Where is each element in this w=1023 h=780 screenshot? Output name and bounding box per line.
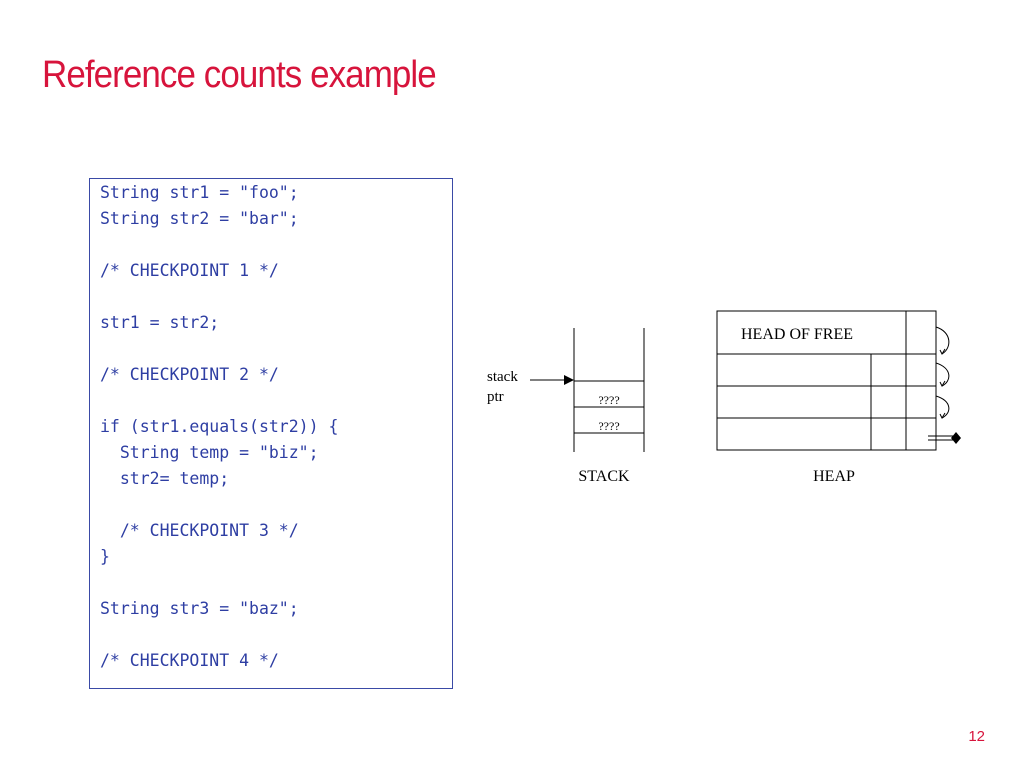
code-line: String str2 = "bar"; (100, 209, 299, 228)
code-line: /* CHECKPOINT 3 */ (100, 521, 299, 540)
free-list-link-arrow (935, 362, 950, 387)
code-line: String temp = "biz"; (100, 443, 319, 462)
code-line: if (str1.equals(str2)) { (100, 417, 339, 436)
free-list-link-arrow (935, 326, 950, 355)
stack-cell: ???? (598, 419, 619, 433)
code-line: /* CHECKPOINT 2 */ (100, 365, 279, 384)
free-list-link-arrowhead (939, 412, 946, 420)
code-listing: String str1 = "foo"; String str2 = "bar"… (89, 178, 453, 689)
stack-pointer-label: stack (487, 369, 518, 385)
slide-title: Reference counts example (42, 54, 437, 96)
code-line: /* CHECKPOINT 4 */ (100, 651, 279, 670)
heap-head-label: HEAD OF FREE (741, 326, 853, 343)
code-line: } (100, 547, 110, 566)
code-line: str1 = str2; (100, 313, 220, 332)
stack-pointer-arrowhead (564, 375, 574, 385)
stack-diagram: ???? ???? stack ptr STACK (487, 328, 645, 485)
stack-label: STACK (578, 468, 630, 485)
heap-label: HEAP (813, 468, 855, 485)
code-line: str2= temp; (100, 469, 230, 488)
free-list-link-arrowhead (939, 348, 946, 356)
stack-pointer-label: ptr (487, 389, 504, 405)
code-line: String str3 = "baz"; (100, 599, 299, 618)
null-terminator-diamond (951, 432, 961, 444)
code-line: /* CHECKPOINT 1 */ (100, 261, 279, 280)
code-line: String str1 = "foo"; (100, 183, 299, 202)
free-list-link-arrow (935, 395, 950, 419)
heap-outline (716, 310, 937, 451)
free-list-link-arrowhead (939, 380, 946, 388)
page-number: 12 (968, 728, 985, 745)
stack-cell: ???? (598, 393, 619, 407)
heap-diagram: HEAD OF FREE HEAP (716, 310, 961, 485)
